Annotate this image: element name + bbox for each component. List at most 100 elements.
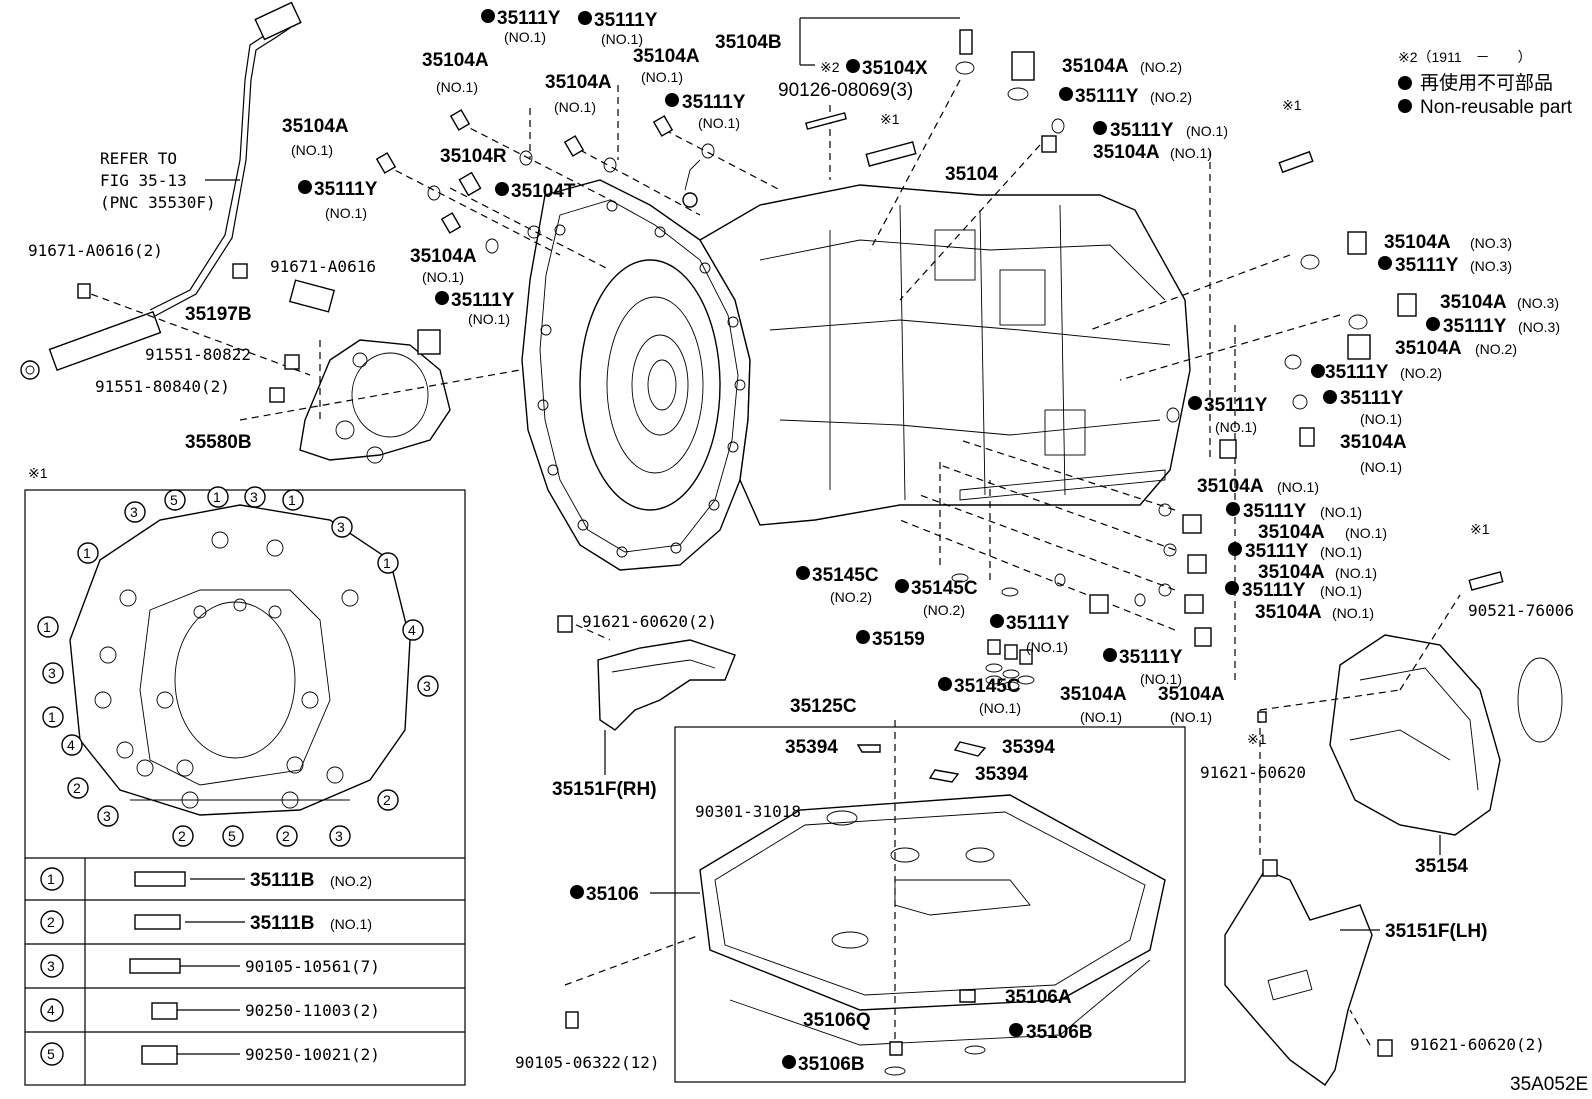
legend: ※2（1911 － ） 再使用不可部品 Non-reusable part (1398, 49, 1573, 118)
label-35145c: 35145C (954, 676, 1021, 697)
label-91551-80822: 91551-80822 (145, 345, 251, 364)
oil-pan-box (674, 726, 1186, 1083)
label-35111y: 35111Y (682, 92, 746, 113)
callout-num: 3 (335, 828, 343, 844)
callout-num: 1 (43, 619, 51, 635)
label-35104a: 35104A (633, 46, 700, 67)
note-no1: (NO.1) (436, 79, 478, 95)
row-note: (NO.1) (330, 916, 372, 932)
label-91621-2b: 91621-60620(2) (1410, 1035, 1545, 1054)
note-no1: (NO.1) (1320, 583, 1362, 599)
note-no1: (NO.1) (1335, 565, 1377, 581)
row-part: 90250-10021(2) (245, 1045, 380, 1064)
callout-num: 1 (83, 545, 91, 561)
refer-line2: FIG 35-13 (100, 171, 187, 190)
callout-num: 5 (228, 828, 236, 844)
callout-num: 3 (130, 504, 138, 520)
callout-num: 2 (282, 828, 290, 844)
ref1-mark: ※1 (1247, 731, 1267, 747)
ref2-mark: ※2 (820, 59, 840, 75)
note-no1: (NO.1) (554, 99, 596, 115)
callout-num: 1 (288, 492, 296, 508)
note-no1: (NO.1) (641, 69, 683, 85)
note-no1: (NO.1) (1140, 671, 1182, 687)
label-35111y: 35111Y (1443, 316, 1507, 337)
label-35104a: 35104A (1340, 432, 1407, 453)
non-reusable-dot-icon (1398, 76, 1412, 90)
callout-num: 3 (423, 678, 431, 694)
row-part: 35111B (250, 870, 314, 891)
refer-line3: (PNC 35530F) (100, 193, 216, 212)
label-35104a: 35104A (1395, 338, 1462, 359)
label-90301: 90301-31018 (695, 802, 801, 821)
label-35197b: 35197B (185, 304, 252, 325)
table-row: 4 90250-11003(2) (40, 998, 380, 1022)
label-35104a: 35104A (1258, 562, 1325, 583)
callout-num: 1 (213, 489, 221, 505)
legend-jp: 再使用不可部品 (1420, 72, 1553, 94)
callout-num: 2 (73, 780, 81, 796)
flange-bolt-holes (537, 200, 746, 558)
label-35104a: 35104A (1440, 292, 1507, 313)
callout-num: 1 (48, 709, 56, 725)
note-no1: (NO.1) (1170, 145, 1212, 161)
label-35394: 35394 (1002, 737, 1055, 758)
note-no3: (NO.3) (1470, 235, 1512, 251)
note-no2: (NO.2) (1140, 59, 1182, 75)
label-91671: 91671-A0616 (270, 257, 376, 276)
note-no3: (NO.3) (1517, 295, 1559, 311)
o-ring-90301 (826, 810, 858, 826)
inset-frame (24, 489, 466, 1086)
label-35104a: 35104A (1258, 522, 1325, 543)
label-35111y: 35111Y (1204, 395, 1268, 416)
label-35111y: 35111Y (1110, 120, 1174, 141)
label-35394: 35394 (975, 764, 1028, 785)
label-35106b: 35106B (1026, 1022, 1093, 1043)
inset-table: 1 35111B (NO.2) 2 35111B (NO.1) 3 90105-… (25, 857, 465, 1085)
legend-note: ※2（1911 － ） (1398, 49, 1532, 65)
table-row: 2 35111B (NO.1) (40, 910, 372, 934)
inset-panel: ※1 1 3 1 5 3 3 1 1 1 4 (24, 465, 466, 1086)
label-35394: 35394 (785, 737, 838, 758)
note-no1: (NO.1) (1186, 123, 1228, 139)
note-no1: (NO.1) (1360, 411, 1402, 427)
note-no1: (NO.1) (1345, 525, 1387, 541)
label-35154: 35154 (1415, 856, 1468, 877)
label-35111y: 35111Y (1325, 362, 1389, 383)
note-no2: (NO.2) (1475, 341, 1517, 357)
label-90126: 90126-08069(3) (778, 80, 913, 101)
callout-labels: REFER TO FIG 35-13 (PNC 35530F) 35111Y (… (28, 8, 1588, 1095)
inset-callouts: 1 3 1 5 3 3 1 1 1 4 3 3 1 4 2 2 3 3 2 5 … (37, 486, 439, 847)
row-note: (NO.2) (330, 873, 372, 889)
callout-num: 3 (337, 519, 345, 535)
label-35104a: 35104A (1197, 476, 1264, 497)
label-35104x: 35104X (862, 58, 928, 79)
label-35580b: 35580B (185, 432, 252, 453)
label-35125c: 35125C (790, 696, 857, 717)
label-35104a: 35104A (410, 246, 477, 267)
label-35104r: 35104R (440, 146, 507, 167)
note-no1: (NO.1) (325, 205, 367, 221)
callout-num: 5 (170, 492, 178, 508)
callout-num: 4 (408, 622, 416, 638)
row-num: 4 (47, 1002, 55, 1018)
table-row: 5 90250-10021(2) (40, 1042, 380, 1066)
callout-num: 2 (178, 828, 186, 844)
note-no1: (NO.1) (1170, 709, 1212, 725)
label-35111y: 35111Y (594, 10, 658, 31)
row-part: 90105-10561(7) (245, 957, 380, 976)
ref1-mark: ※1 (1282, 97, 1302, 113)
callout-num: 3 (103, 808, 111, 824)
row-num: 2 (47, 914, 55, 930)
oil-pan-35106 (674, 726, 1186, 1083)
note-no3: (NO.3) (1470, 258, 1512, 274)
label-35104b: 35104B (715, 32, 782, 53)
label-90521: 90521-76006 (1468, 601, 1574, 620)
label-35104t: 35104T (511, 181, 576, 202)
heat-shield-rh (597, 639, 736, 731)
note-no1: (NO.1) (1332, 605, 1374, 621)
cable-35530f (20, 1, 302, 380)
note-no1: (NO.1) (1026, 639, 1068, 655)
legend-en: Non-reusable part (1420, 97, 1573, 118)
